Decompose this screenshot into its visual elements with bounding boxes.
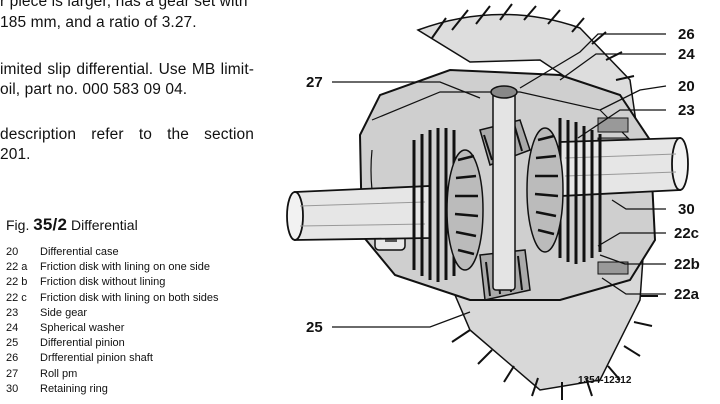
callout-label-27: 27 (306, 74, 323, 91)
side-gear-illustration (446, 127, 564, 271)
legend-key: 20 (6, 246, 19, 258)
legend-text: Spherical washer (40, 321, 125, 334)
legend-text: Friction disk with lining on both sides (40, 291, 219, 304)
pinion-shaft-illustration (490, 85, 518, 291)
legend-key: 27 (6, 367, 19, 380)
legend-key: 22 b (6, 276, 28, 289)
legend-text: Friction disk without lining (40, 276, 166, 289)
figure-number: 35/2 (33, 215, 68, 234)
legend-text: Retaining ring (40, 382, 108, 395)
legend-key: 23 (6, 306, 19, 319)
figure-caption: Fig. 35/2 Differential (6, 215, 138, 235)
legend-key: 25 (6, 337, 19, 350)
legend-key: 22 c (6, 291, 27, 304)
callout-label-25: 25 (306, 319, 323, 336)
legend-text: Roll pm (40, 367, 78, 380)
body-text-line: r piece is larger, has a gear set with (0, 0, 248, 10)
legend-key: 24 (6, 321, 19, 334)
body-text-line: 201. (0, 146, 31, 163)
legend-text: Friction disk with lining on one side (40, 261, 210, 274)
callout-label-24: 24 (678, 46, 695, 63)
callout-label-20: 20 (678, 78, 695, 95)
legend-key: 26 (6, 352, 19, 365)
callout-label-23: 23 (678, 102, 695, 119)
legend-text: Drfferential pinion shaft (40, 352, 153, 365)
callout-label-22c: 22c (674, 225, 699, 242)
figure-title: Differential (71, 217, 138, 233)
legend-text: Side gear (40, 306, 88, 319)
drawing-code: 1354-12312 (578, 375, 632, 386)
callout-label-26: 26 (678, 26, 695, 43)
leader-lines (332, 33, 667, 328)
body-text-line: imited slip differential. Use MB limit- (0, 61, 254, 78)
body-text-line: description refer to the section (0, 126, 254, 143)
callout-label-30: 30 (678, 201, 695, 218)
legend-key: 30 (6, 382, 19, 395)
body-text-line: 185 mm, and a ratio of 3.27. (0, 14, 197, 31)
legend-text: Differential case (40, 246, 119, 258)
legend-key: 22 a (6, 261, 28, 274)
legend-text: Differential pinion (40, 337, 125, 350)
figure-prefix: Fig. (6, 217, 30, 233)
body-text-line: oil, part no. 000 583 09 04. (0, 81, 188, 98)
callout-label-22b: 22b (674, 256, 700, 273)
callout-label-22a: 22a (674, 286, 700, 303)
